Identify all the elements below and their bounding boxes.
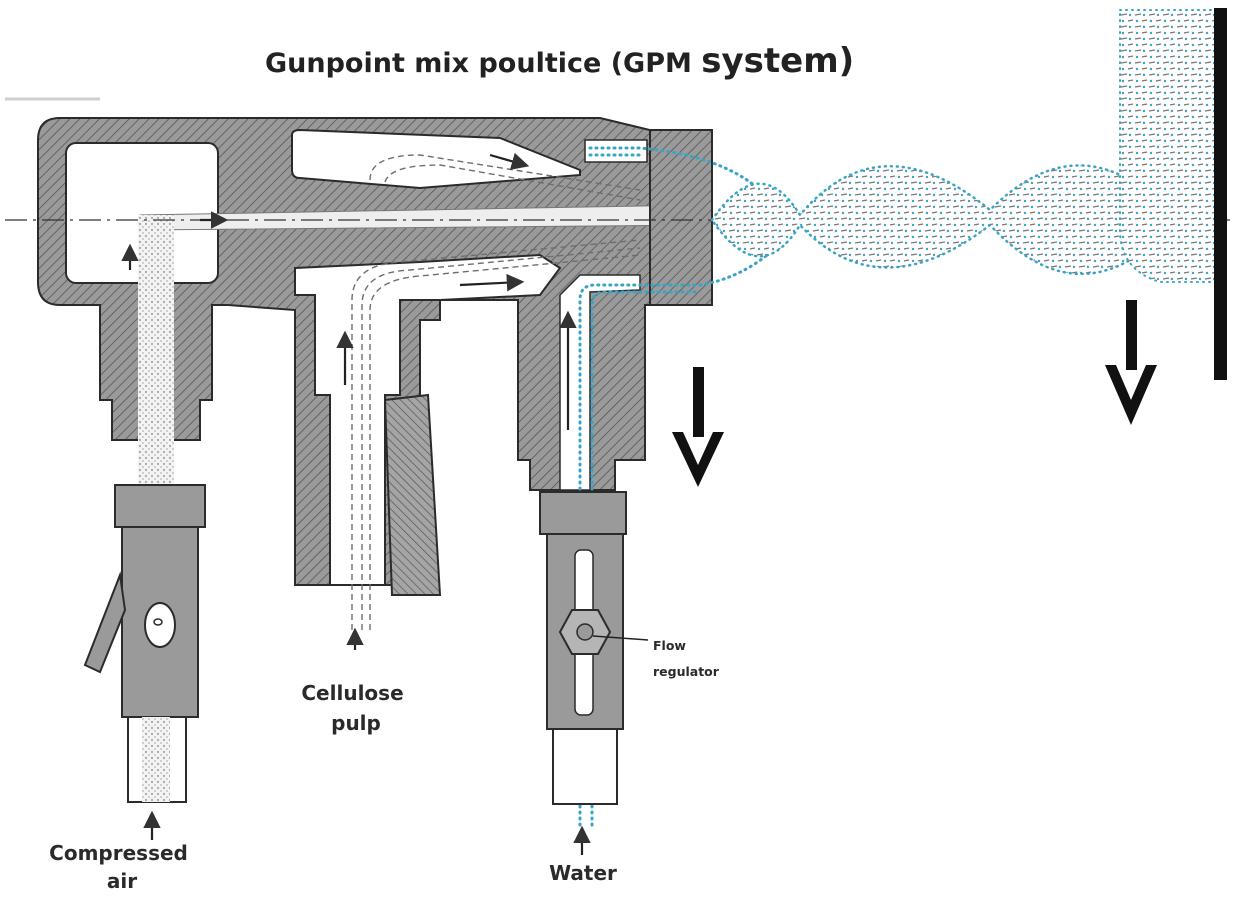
- water-channel-upper: [584, 139, 648, 163]
- spray-plume: [710, 164, 1132, 276]
- down-arrow-center: [672, 367, 724, 487]
- air-hose-nut: [114, 484, 206, 528]
- water-hose-nut: [539, 491, 627, 535]
- flow-arrows: [121, 152, 591, 855]
- pulp-flow-lines: [351, 154, 641, 630]
- lower-pulp-chamber: [294, 253, 562, 586]
- poultice-deposit: [1119, 9, 1216, 283]
- air-valve-knob-center: [153, 618, 163, 626]
- title-main-text: Gunpoint mix poultice (GPM: [265, 48, 701, 79]
- air-hose-core: [142, 717, 170, 802]
- air-trigger-lever: [83, 571, 127, 674]
- water-hose: [552, 728, 618, 805]
- water-label: Water: [549, 861, 617, 885]
- wall: [1214, 8, 1227, 380]
- flow-label-line1: Flow: [653, 638, 686, 653]
- upper-pulp-chamber: [291, 128, 581, 190]
- air-label-line1: Compressed: [49, 841, 188, 865]
- nozzle-tip: [649, 129, 713, 306]
- diagram-title: Gunpoint mix poultice (GPM system): [265, 41, 854, 81]
- down-arrow-right: [1105, 300, 1157, 425]
- flow-regulator-knob: [576, 623, 594, 641]
- cellulose-pulp-label: Cellulose pulp: [301, 681, 410, 735]
- pulp-inlet-wedge: [383, 393, 442, 596]
- flow-label-line2: regulator: [653, 664, 720, 679]
- air-label-line2: air: [107, 869, 137, 893]
- title-system-text: system): [701, 41, 854, 81]
- pulp-label-line1: Cellulose: [301, 681, 403, 705]
- air-riser: [138, 215, 174, 485]
- pulp-label-line2: pulp: [331, 711, 381, 735]
- flow-regulator-leader: [592, 635, 649, 641]
- compressed-air-label: Compressed air: [49, 841, 195, 893]
- flow-regulator-label: Flow regulator: [653, 638, 720, 679]
